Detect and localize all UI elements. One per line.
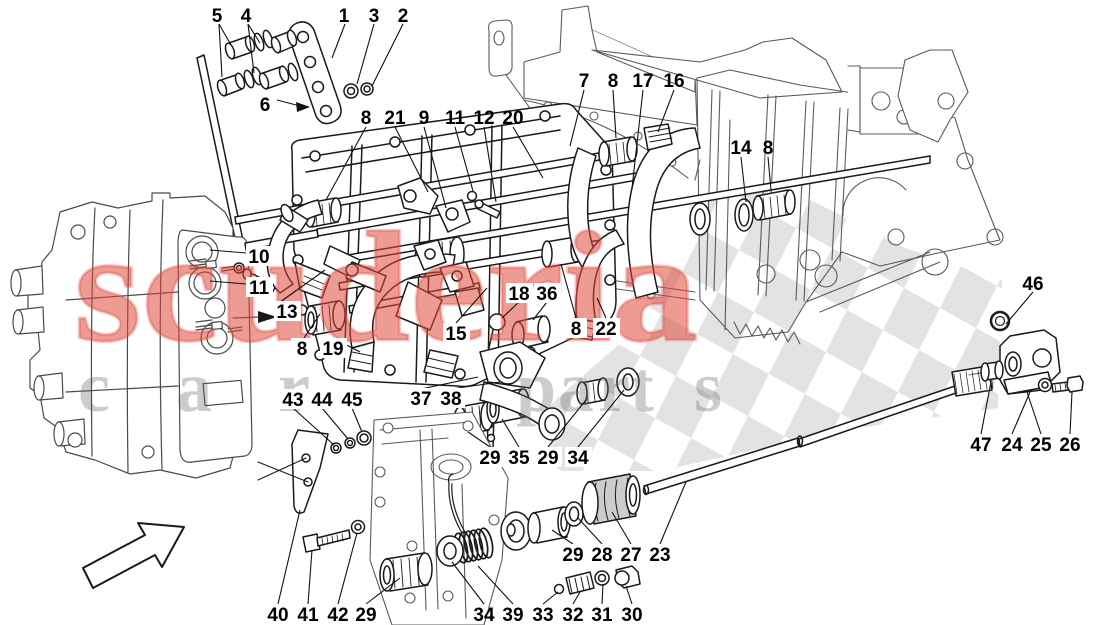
svg-text:32: 32 <box>562 605 583 625</box>
svg-text:8: 8 <box>361 108 372 129</box>
svg-text:42: 42 <box>327 605 348 625</box>
svg-text:p: p <box>516 347 556 427</box>
svg-text:29: 29 <box>562 545 583 566</box>
svg-text:8: 8 <box>297 339 308 360</box>
svg-text:10: 10 <box>248 247 269 268</box>
svg-text:r: r <box>598 347 630 427</box>
svg-text:34: 34 <box>567 448 589 469</box>
svg-text:9: 9 <box>419 108 430 129</box>
svg-text:28: 28 <box>591 545 612 566</box>
svg-text:15: 15 <box>445 324 467 345</box>
svg-text:34: 34 <box>473 605 495 625</box>
svg-text:s: s <box>694 347 722 427</box>
svg-text:39: 39 <box>502 605 523 625</box>
svg-text:c: c <box>78 347 110 427</box>
svg-text:4: 4 <box>241 6 252 27</box>
svg-text:44: 44 <box>311 390 333 411</box>
svg-text:24: 24 <box>1001 435 1023 456</box>
svg-text:8: 8 <box>763 138 774 159</box>
svg-text:a: a <box>176 347 212 427</box>
svg-text:16: 16 <box>663 71 684 92</box>
svg-text:36: 36 <box>536 284 557 305</box>
svg-text:1: 1 <box>339 6 350 27</box>
svg-text:17: 17 <box>632 71 653 92</box>
svg-text:35: 35 <box>508 448 530 469</box>
svg-text:8: 8 <box>608 71 619 92</box>
svg-text:29: 29 <box>479 448 500 469</box>
svg-text:23: 23 <box>649 545 670 566</box>
svg-text:12: 12 <box>473 108 494 129</box>
svg-text:45: 45 <box>341 390 363 411</box>
svg-text:a: a <box>558 347 594 427</box>
svg-text:29: 29 <box>355 605 376 625</box>
svg-text:47: 47 <box>970 435 991 456</box>
svg-text:27: 27 <box>620 545 641 566</box>
svg-text:11: 11 <box>249 278 270 299</box>
svg-text:38: 38 <box>440 389 461 410</box>
svg-text:22: 22 <box>595 319 616 340</box>
svg-text:21: 21 <box>384 108 406 129</box>
svg-text:6: 6 <box>260 95 271 116</box>
svg-text:26: 26 <box>1059 435 1080 456</box>
svg-text:20: 20 <box>502 108 523 129</box>
svg-text:31: 31 <box>591 605 613 625</box>
svg-text:2: 2 <box>398 6 409 27</box>
svg-text:43: 43 <box>282 390 303 411</box>
svg-text:11: 11 <box>445 108 466 129</box>
svg-text:33: 33 <box>532 605 553 625</box>
svg-text:r: r <box>278 347 310 427</box>
svg-text:18: 18 <box>508 284 529 305</box>
svg-text:5: 5 <box>212 6 223 27</box>
svg-text:13: 13 <box>276 302 297 323</box>
svg-text:41: 41 <box>297 605 319 625</box>
svg-text:30: 30 <box>621 605 642 625</box>
svg-text:25: 25 <box>1030 435 1052 456</box>
svg-text:40: 40 <box>267 605 288 625</box>
svg-text:3: 3 <box>369 6 380 27</box>
svg-text:29: 29 <box>537 448 558 469</box>
svg-text:14: 14 <box>730 138 752 159</box>
svg-text:t: t <box>630 347 654 427</box>
svg-text:19: 19 <box>322 339 343 360</box>
svg-text:scuderia: scuderia <box>74 200 698 375</box>
svg-text:7: 7 <box>579 71 590 92</box>
svg-text:46: 46 <box>1022 274 1043 295</box>
svg-text:8: 8 <box>571 319 582 340</box>
svg-text:37: 37 <box>410 389 431 410</box>
